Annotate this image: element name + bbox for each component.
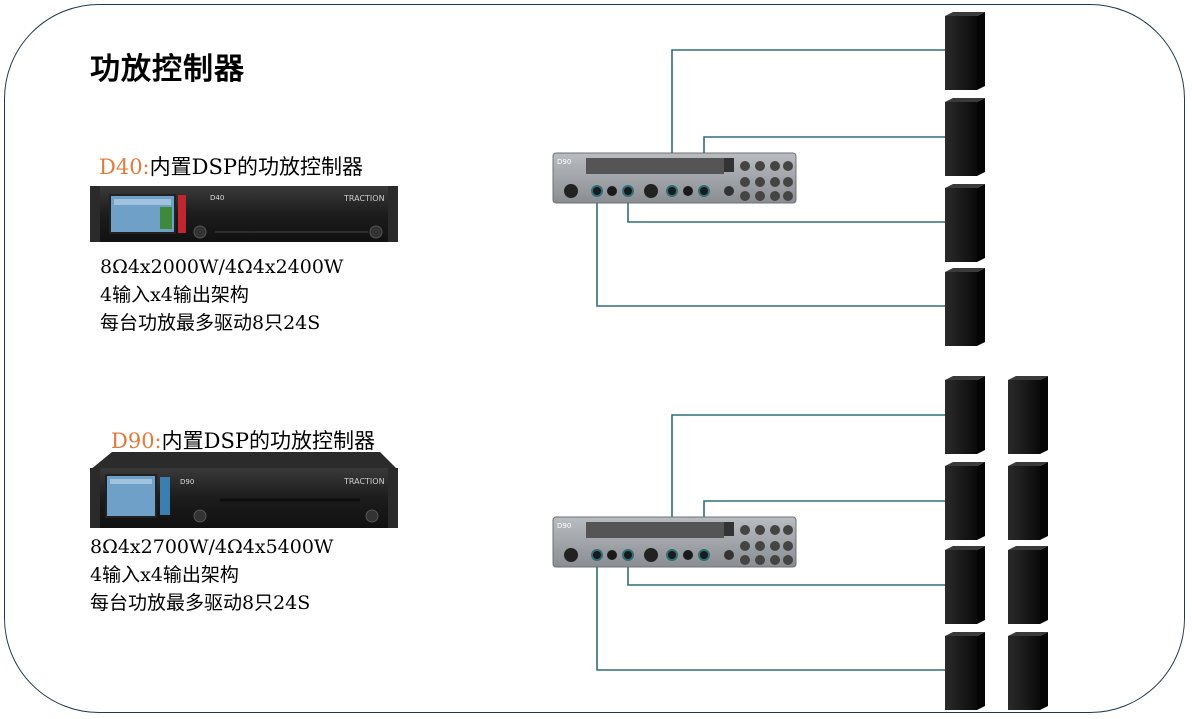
d40-heading: D40:内置DSP的功放控制器: [99, 151, 363, 181]
d40-description: 内置DSP的功放控制器: [149, 155, 363, 179]
diagram-frame: [4, 4, 1185, 713]
speaker-icon: [1008, 462, 1048, 540]
d90-spec-io: 4输入x4输出架构: [90, 564, 239, 586]
d90-brand-logo: TRACTION: [343, 477, 385, 486]
d40-spec-power: 8Ω4x2000W/4Ω4x2400W: [100, 256, 344, 278]
speaker-icon: [945, 268, 985, 346]
rear-panel-label: D90: [557, 158, 571, 166]
top-cables: [596, 49, 945, 307]
d40-front-label: D40: [210, 194, 224, 202]
d90-spec-power: 8Ω4x2700W/4Ω4x5400W: [90, 536, 334, 558]
d90-spec-list: 8Ω4x2700W/4Ω4x5400W 4输入x4输出架构 每台功放最多驱动8只…: [90, 533, 333, 617]
d90-front-label: D90: [180, 478, 194, 486]
d40-knob-left: [193, 225, 207, 239]
vent-grille: [586, 522, 724, 538]
d90-spec-drive: 每台功放最多驱动8只24S: [90, 592, 311, 614]
d40-spec-list: 8Ω4x2000W/4Ω4x2400W 4输入x4输出架构 每台功放最多驱动8只…: [100, 253, 343, 337]
speaker-icon: [945, 376, 985, 454]
speaker-array: [945, 12, 1048, 710]
speaker-icon: [1008, 376, 1048, 454]
d90-amplifier-front: D90 TRACTION: [90, 452, 398, 528]
speaker-icon: [945, 632, 985, 710]
d90-model-name: D90:: [111, 429, 162, 453]
d40-spec-io: 4输入x4输出架构: [100, 284, 249, 306]
d90-knob-right: [365, 509, 379, 523]
vent-grille: [586, 158, 724, 174]
speaker-icon: [945, 12, 985, 90]
d40-brand-logo: TRACTION: [343, 194, 385, 203]
d40-amplifier-front: D40 TRACTION: [90, 186, 398, 242]
speaker-icon: [1008, 546, 1048, 624]
speaker-icon: [1008, 632, 1048, 710]
rear-panel-bottom: D90: [552, 516, 797, 568]
rear-panel-label: D90: [557, 522, 571, 530]
d90-description: 内置DSP的功放控制器: [161, 429, 375, 453]
speaker-icon: [945, 546, 985, 624]
d40-model-name: D40:: [99, 155, 150, 179]
d40-spec-drive: 每台功放最多驱动8只24S: [100, 312, 321, 334]
d40-knob-right: [369, 225, 383, 239]
speaker-icon: [945, 184, 985, 262]
speaker-icon: [945, 462, 985, 540]
page-title: 功放控制器: [90, 52, 245, 87]
rear-panel-top: D90: [552, 152, 797, 204]
d90-heading: D90:内置DSP的功放控制器: [111, 425, 375, 455]
d90-knob-left: [193, 509, 207, 523]
speaker-icon: [945, 98, 985, 176]
